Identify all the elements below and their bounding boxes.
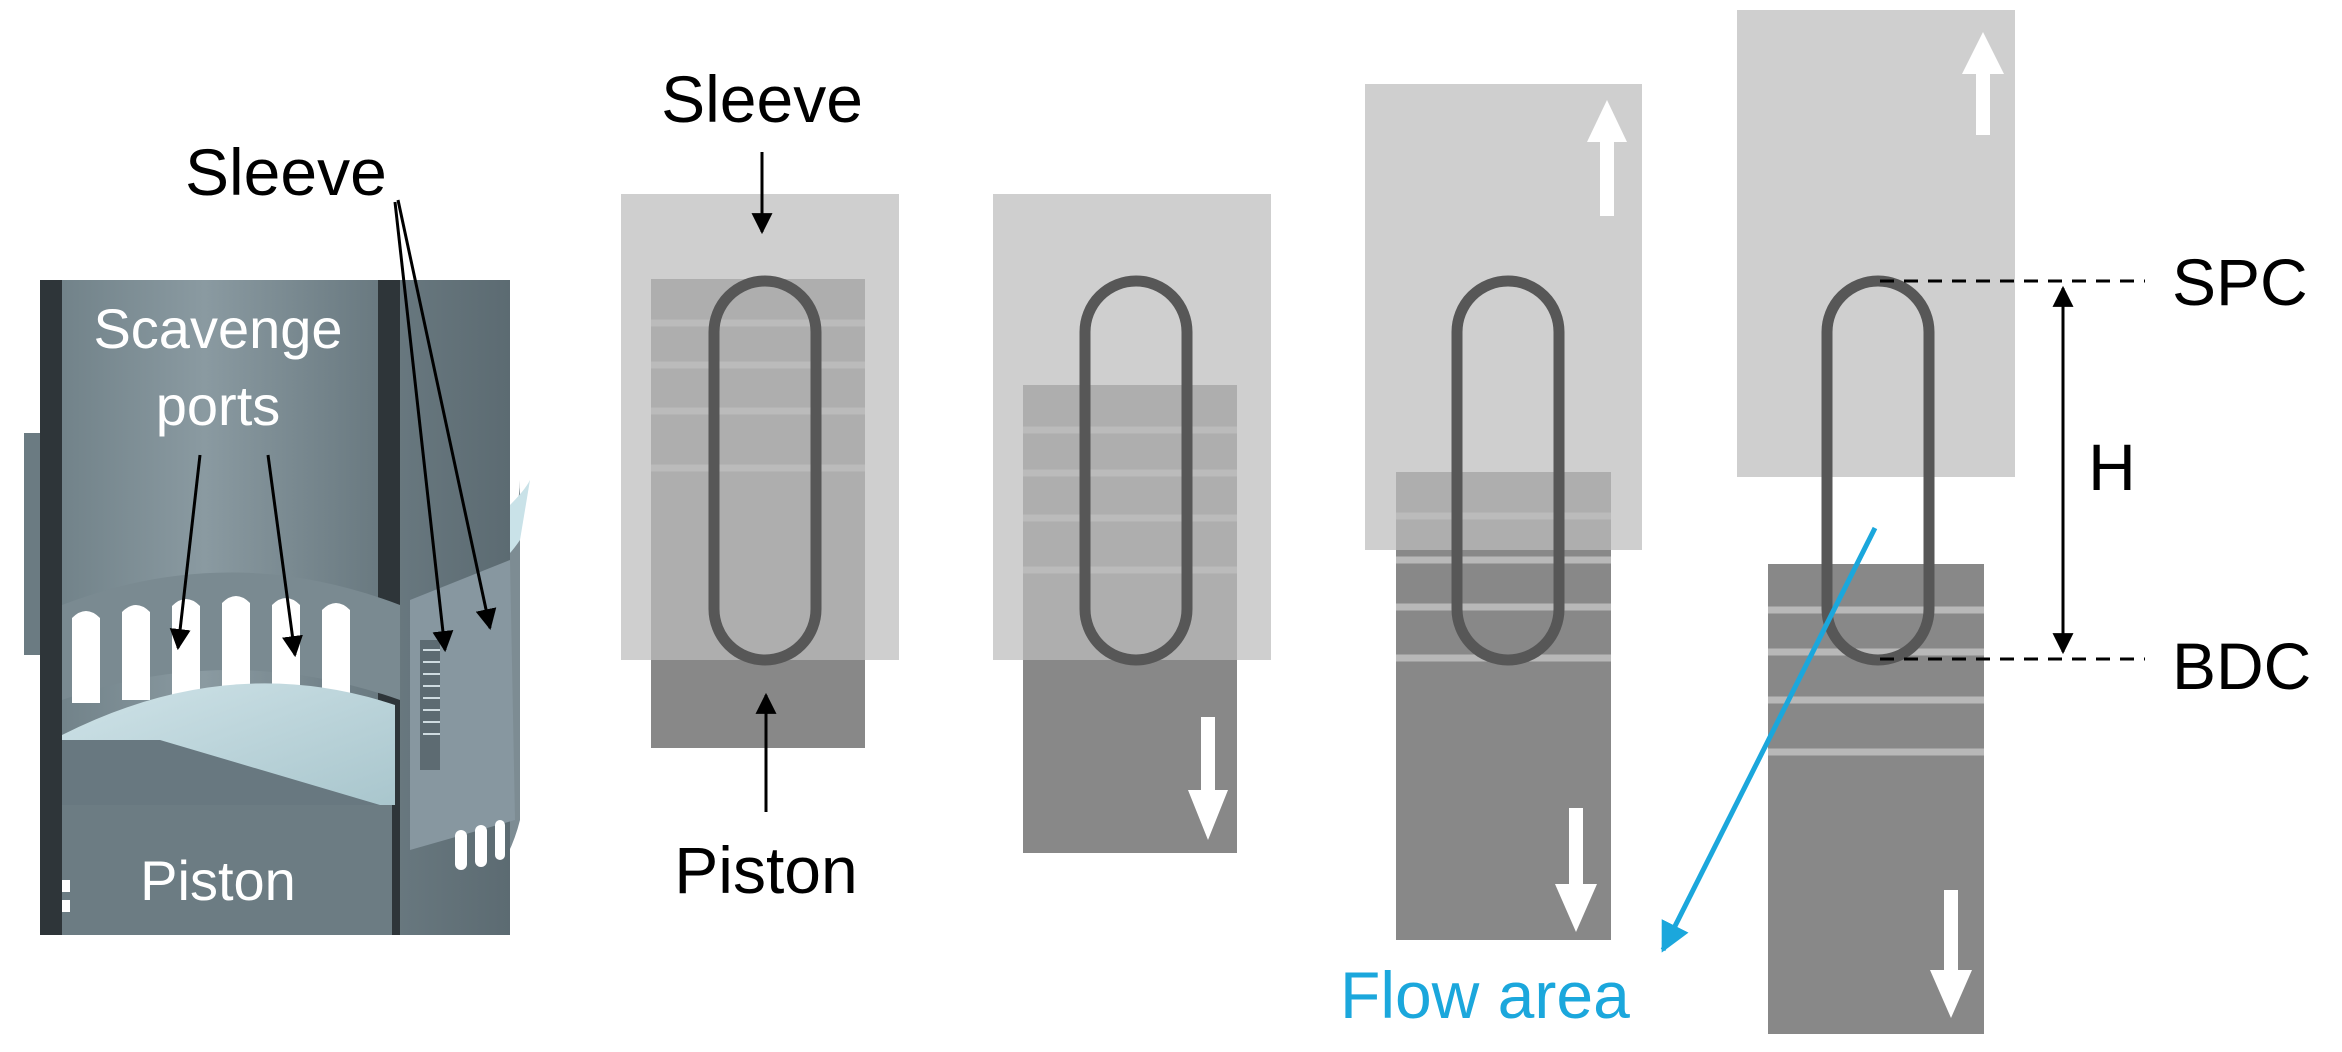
stage2-port-outline xyxy=(1079,275,1193,666)
stage2-sleeve xyxy=(993,194,1271,660)
stage-3 xyxy=(1365,84,1642,940)
bdc-label: BDC xyxy=(2172,629,2311,703)
stage1-piston-label: Piston xyxy=(674,833,857,907)
stage4-port-outline xyxy=(1821,275,1935,666)
sleeve-pointer-line-a xyxy=(396,199,497,631)
stage-1 xyxy=(621,152,899,812)
stage1-sleeve-label: Sleeve xyxy=(661,62,863,136)
white-down-arrow-icon xyxy=(1930,890,1972,1018)
white-down-arrow-icon xyxy=(1188,717,1228,840)
stage1-sleeve xyxy=(621,194,899,660)
piston-label-3d: Piston xyxy=(140,849,296,912)
scavenge-pointer-left xyxy=(169,454,202,651)
stage-2 xyxy=(993,194,1271,853)
spc-label: SPC xyxy=(2172,245,2308,319)
stage4-sleeve xyxy=(1737,10,2015,477)
stage4-piston-rings xyxy=(1768,606,1984,756)
sleeve-pointer-line-c xyxy=(393,201,454,653)
white-up-arrow-icon xyxy=(1587,100,1627,216)
h-label: H xyxy=(2088,430,2136,504)
flow-area-pointer xyxy=(1660,526,1878,953)
stage3-sleeve xyxy=(1365,84,1642,550)
scavenge-label-line1: Scavenge xyxy=(93,297,342,360)
scavenge-pointer-right xyxy=(266,454,303,658)
white-up-arrow-icon xyxy=(1962,32,2004,135)
white-down-arrow-icon xyxy=(1555,808,1597,932)
left-wall xyxy=(40,280,62,935)
sleeve-label-3d: Sleeve xyxy=(185,135,387,209)
flow-area-label: Flow area xyxy=(1340,958,1630,1032)
scavenge-port-slots xyxy=(72,596,350,703)
stage3-port-outline xyxy=(1451,275,1565,666)
stage1-port-outline xyxy=(708,275,822,666)
scavenge-label-line2: ports xyxy=(156,374,281,437)
stage-4 xyxy=(1660,10,2145,1034)
